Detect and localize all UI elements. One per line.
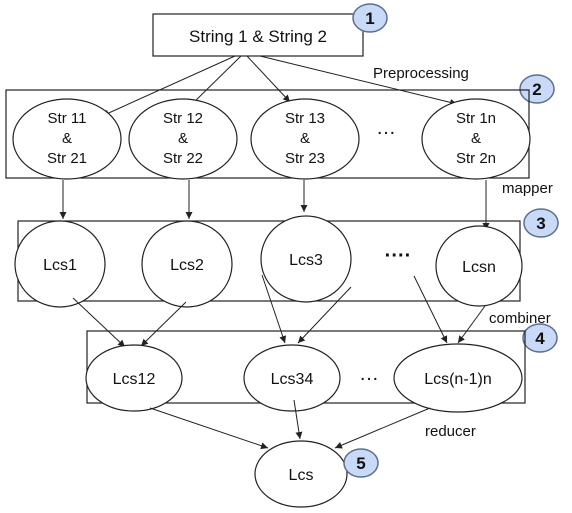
mapper-caption: mapper [502,180,553,197]
arrow-dots-lcsn1n [413,275,448,344]
preprocessing-node-line: Str 23 [285,150,325,167]
arrow-lcs3-lcs34 [261,274,287,344]
step-badge-1-label: 1 [365,9,374,28]
preprocessing-node-line: & [471,130,481,147]
preprocessing-caption: Preprocessing [373,65,469,82]
reducer-node [254,440,348,508]
mapper-node: Lcs3 [260,215,352,303]
mapper-node-label: Lcsn [462,259,496,276]
preprocessing-node-line: Str 13 [285,110,325,127]
preprocessing-node-line: Str 12 [163,110,203,127]
mapper-node-label: Lcs2 [170,257,204,274]
preprocessing-node-line: Str 22 [163,150,203,167]
input-to-preprocessing-arrows [101,55,458,117]
mapper-ellipsis: ···· [385,245,412,267]
mapper-node-label: Lcs3 [289,252,323,269]
preprocessing-node-line: Str 2n [456,150,496,167]
step-badge-5-label: 5 [356,454,365,473]
arrow-input-str3 [246,55,291,103]
preprocessing-ellipsis: … [376,117,396,139]
reducer-caption: reducer [425,423,476,440]
arrow-input-strn [259,55,458,106]
input-strings-label: String 1 & String 2 [189,27,327,46]
combiner-node-label: Lcs(n-1)n [424,371,492,388]
reducer-node-label: Lcs [289,467,314,484]
arrow-lcsn1n-lcs [334,407,431,449]
arrow-lcs2-lcs12 [140,301,187,347]
arrow-input-str1 [101,55,236,117]
step-badge-3: 3 [523,208,559,238]
mapper-node: Lcs1 [14,220,106,308]
combiner-ellipsis: … [359,363,379,385]
combiner-node: Lcs12 [85,344,183,412]
arrow-lcs12-lcs [149,407,269,450]
mapper-node: Lcsn [435,225,523,307]
step-badge-5: 5 [343,448,379,478]
preprocessing-node-line: & [62,130,72,147]
preprocessing-node: Str 13 & Str 23 [250,98,360,180]
preprocessing-node: Str 1n & Str 2n [421,98,531,180]
step-badge-3-label: 3 [536,214,545,233]
step-badge-2: 2 [519,74,555,104]
preprocessing-node-line: Str 11 [48,110,87,127]
combiner-to-reducer-arrows [149,399,431,450]
combiner-node-label: Lcs34 [271,371,314,388]
preprocessing-node: Str 12 & Str 22 [128,98,238,180]
arrow-lcs1-lcs12 [72,297,126,348]
preprocessing-node-line: Str 1n [456,110,496,127]
preprocessing-node: Str 11 & Str 21 [12,98,122,180]
input-strings-box [152,13,364,57]
preprocessing-node-line: Str 21 [47,150,87,167]
step-badge-1: 1 [352,3,388,33]
combiner-node: Lcs(n-1)n [393,343,523,413]
combiner-node-label: Lcs12 [113,371,156,388]
arrow-input-str2 [187,55,242,109]
step-badge-4-label: 4 [535,329,545,348]
mapper-node-label: Lcs1 [43,257,77,274]
preprocessing-node-line: & [178,130,188,147]
preprocessing-to-mapper-arrows [59,180,490,230]
combiner-caption: combiner [489,310,551,327]
step-badge-4: 4 [522,323,558,353]
mapper-to-combiner-arrows [72,274,486,348]
mapper-node: Lcs2 [141,220,233,308]
arrow-lcs34-lcs [293,399,303,440]
preprocessing-node-line: & [300,130,310,147]
combiner-node: Lcs34 [243,344,341,412]
arrow-lcsn-lcsn1n [457,305,486,344]
arrow-dots-lcs34 [297,286,352,344]
step-badge-2-label: 2 [532,80,541,99]
